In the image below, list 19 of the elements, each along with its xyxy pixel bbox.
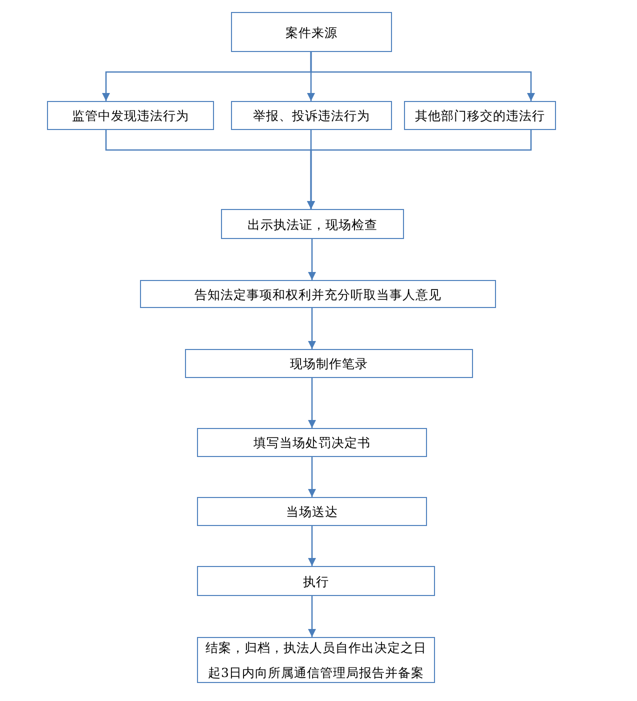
process-box: 执行 xyxy=(197,566,435,596)
arrow xyxy=(307,130,532,209)
arrow xyxy=(308,596,316,637)
process-box: 当场送达 xyxy=(197,497,427,526)
process-box: 出示执法证，现场检查 xyxy=(221,209,404,239)
process-box: 举报、投诉违法行为 xyxy=(231,101,392,130)
process-box: 现场制作笔录 xyxy=(185,349,473,378)
arrow xyxy=(308,526,316,566)
process-box: 填写当场处罚决定书 xyxy=(197,428,427,457)
process-box: 其他部门移交的违法行 xyxy=(404,101,556,130)
process-box: 结案，归档，执法人员自作出决定之日起3日内向所属通信管理局报告并备案 xyxy=(197,637,435,683)
arrow xyxy=(308,457,316,497)
process-box: 告知法定事项和权利并充分听取当事人意见 xyxy=(140,280,496,308)
arrow xyxy=(308,239,316,280)
arrow xyxy=(308,308,316,349)
arrow xyxy=(308,378,316,428)
arrow xyxy=(310,52,535,101)
process-box: 案件来源 xyxy=(231,12,392,52)
process-box: 监管中发现违法行为 xyxy=(47,101,214,130)
